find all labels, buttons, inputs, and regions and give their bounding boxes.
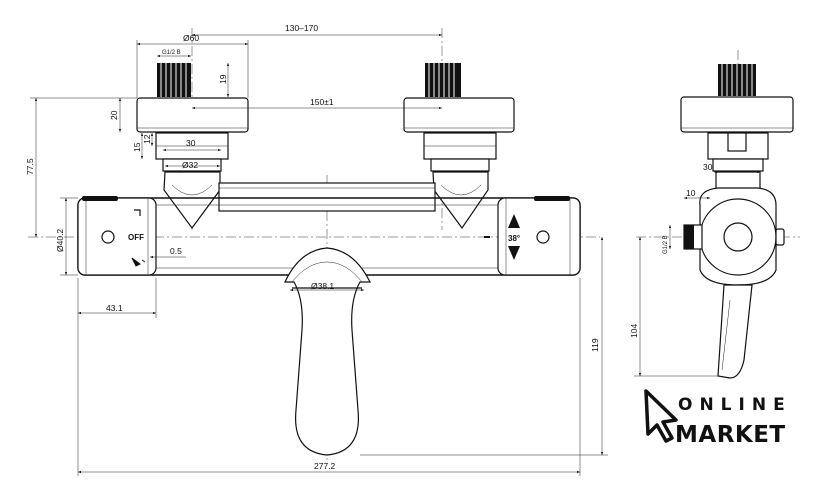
spout (284, 247, 371, 456)
side-dim-104: 104 (629, 324, 639, 338)
dim-30: 30 (186, 138, 196, 148)
right-connector (432, 171, 489, 230)
temp-label: 38° (508, 234, 520, 243)
side-spout (717, 284, 753, 379)
left-wall-flange (136, 97, 249, 133)
front-dimension-lines (30, 33, 608, 476)
right-wall-flange (403, 97, 515, 133)
left-connector (163, 171, 221, 230)
logo-line1: ONLINE (678, 395, 792, 415)
dim-spout-h: 119 (590, 338, 600, 352)
side-nub (775, 228, 785, 246)
right-handle-screw (536, 230, 550, 244)
left-inlet-thread (157, 63, 191, 97)
side-dimension-lines (634, 170, 760, 377)
side-dim-10: 10 (686, 188, 696, 198)
cursor-icon (644, 389, 678, 443)
logo-line2: MARKET (675, 422, 786, 448)
dim-spout-dia: Ø38.1 (311, 281, 334, 291)
front-view: OFF 38° (25, 23, 608, 476)
online-market-logo: ONLINE MARKET (644, 389, 792, 448)
left-handle-screw (101, 230, 115, 244)
dim-inlet-flange: Ø60 (183, 33, 199, 43)
right-inlet-thread (425, 63, 461, 97)
side-handle-hole (723, 222, 753, 252)
dim-15: 15 (132, 142, 142, 152)
off-label: OFF (128, 233, 144, 242)
dim-12: 12 (142, 134, 152, 144)
temp-down-arrow (508, 246, 520, 260)
dim-width-top: 130–170 (285, 23, 318, 33)
dim-gap: 0.5 (170, 246, 182, 256)
dim-eccentric: Ø32 (182, 160, 198, 170)
temp-up-arrow (508, 214, 520, 228)
side-outlet-thread (684, 225, 694, 249)
side-wall-flange (680, 96, 794, 133)
side-dim-thread: G1/2 B (663, 235, 669, 254)
dim-body-dia: Ø40.2 (55, 229, 65, 252)
dim-flange-h: 20 (109, 110, 119, 120)
left-handle (77, 197, 157, 276)
side-eccentric-stem (712, 158, 764, 172)
dim-centers: 150±1 (310, 97, 334, 107)
dim-height-axis: 77.5 (25, 158, 35, 175)
dim-side: 43.1 (106, 303, 123, 313)
side-dim-30: 30 (703, 162, 713, 172)
shower-icon (131, 257, 146, 267)
tub-icon (134, 209, 141, 216)
connecting-tube (218, 182, 436, 212)
side-inlet-thread (718, 64, 756, 96)
right-eccentric-stem (430, 158, 490, 172)
left-handle-cap (82, 196, 118, 201)
right-handle-cap (534, 196, 570, 201)
side-view: 30 10 G1/2 B 104 (629, 50, 800, 379)
dim-thread-top: G1/2 B (162, 50, 181, 56)
dim-thread-len: 19 (218, 74, 228, 84)
dim-total: 277.2 (314, 461, 336, 471)
